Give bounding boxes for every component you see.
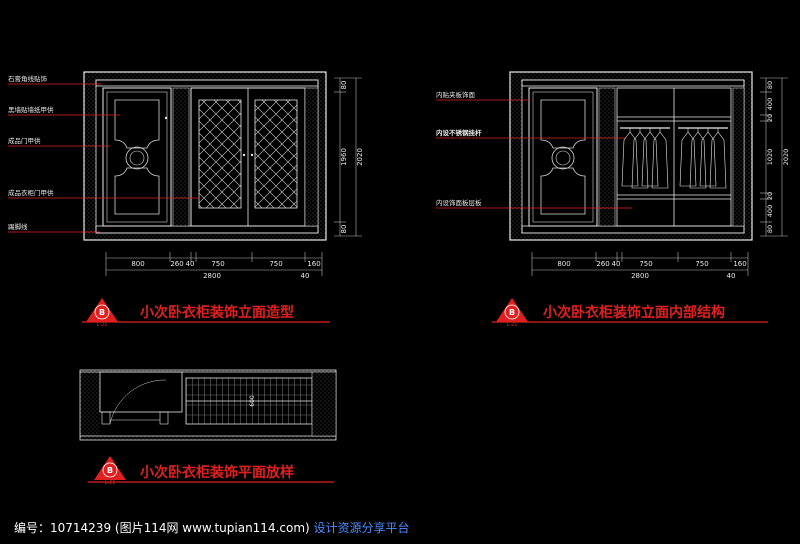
callout-label: 内设饰面板层板 [436, 198, 482, 207]
crown-molding [521, 79, 745, 87]
section-badge: B L-21 [496, 298, 528, 328]
callout-label: 成品衣柜门甲供 [8, 188, 54, 197]
hanging-clothes-icon [621, 128, 727, 189]
side-panel [304, 87, 319, 227]
callout-label: 石膏角线贴饰 [8, 74, 48, 83]
crown-molding [95, 79, 319, 87]
dimension-lines-right [760, 77, 788, 237]
platform-link[interactable]: 设计资源分享平台 [313, 521, 410, 535]
callout-label: 踢脚线 [8, 222, 28, 231]
dim-label: 1960 [340, 148, 348, 166]
callout-leaders [8, 83, 200, 233]
dim-label: 2020 [782, 149, 790, 166]
dim-label: 600 [249, 395, 256, 407]
dim-label: 160 [733, 260, 746, 268]
watermark-footer: 编号：10714239 (图片114网 www.tupian114.com) 设… [14, 519, 410, 536]
wardrobe-interior [616, 87, 732, 227]
dim-label: 800 [557, 260, 570, 268]
dim-label: 20 [766, 114, 774, 122]
dim-total: 2800 [631, 272, 649, 280]
elevation-front: 石膏角线贴饰 黑墙贴墙纸甲供 成品门甲供 成品衣柜门甲供 踢脚线 800 260… [8, 71, 364, 328]
dim-label: 1020 [766, 149, 774, 166]
badge-sub: L-21 [507, 322, 518, 328]
dim-label: 750 [639, 260, 652, 268]
dim-label: 40 [301, 272, 310, 280]
wallpaper-strip [598, 87, 616, 227]
dim-label: 80 [340, 225, 348, 234]
wall-opening [521, 79, 745, 234]
badge-sub: L-21 [97, 322, 108, 328]
dim-label: 80 [340, 81, 348, 90]
side-panel [732, 87, 745, 227]
drawing-title: 小次卧衣柜装饰立面造型 [140, 304, 294, 321]
image-id-label: 编号：10714239 (图片114网 www.tupian114.com) [14, 521, 310, 535]
badge-letter: B [99, 308, 105, 317]
dim-total: 2800 [203, 272, 221, 280]
drawing-title: 小次卧衣柜装饰平面放样 [140, 464, 294, 481]
panel-door [528, 87, 598, 227]
dim-label: 260 [596, 260, 609, 268]
elevation-interior: 内贴夹板饰面 内设不锈钢挂杆 内设饰面板层板 800 260 40 750 75… [436, 71, 790, 328]
dim-label: 750 [695, 260, 708, 268]
dim-label: 80 [766, 225, 774, 233]
dim-label: 160 [307, 260, 320, 268]
dimension-lines-bottom [531, 252, 749, 276]
dim-label: 800 [131, 260, 144, 268]
dim-label: 80 [766, 81, 774, 89]
dim-label: 400 [766, 98, 774, 110]
title-block-plan: B L-21 小次卧衣柜装饰平面放样 [88, 456, 334, 486]
dim-label: 20 [766, 192, 774, 200]
dim-label: 40 [186, 260, 195, 268]
dim-label: 750 [211, 260, 224, 268]
callout-leaders [436, 99, 632, 209]
section-badge: B L-21 [94, 456, 126, 486]
callout-label: 内设不锈钢挂杆 [436, 128, 482, 137]
panel-door [102, 87, 172, 227]
drawing-title: 小次卧衣柜装饰立面内部结构 [543, 304, 725, 321]
dim-label: 40 [612, 260, 621, 268]
title-block-front: B L-21 小次卧衣柜装饰立面造型 [82, 298, 330, 328]
wardrobe-doors [190, 87, 306, 227]
callout-label: 成品门甲供 [8, 136, 41, 145]
badge-sub: L-21 [105, 480, 116, 486]
plan-view: 600 B L-21 小次卧衣柜装饰平面放样 [79, 369, 337, 486]
dimension-lines-right [334, 77, 362, 237]
plan-door-block [99, 371, 183, 413]
dim-label: 750 [269, 260, 282, 268]
callout-label: 黑墙贴墙纸甲供 [8, 105, 54, 114]
dim-label: 260 [170, 260, 183, 268]
dim-label: 2020 [356, 148, 364, 166]
dimension-lines-bottom [105, 252, 323, 276]
callout-label: 内贴夹板饰面 [436, 90, 476, 99]
wallpaper-strip [172, 87, 190, 227]
badge-letter: B [107, 466, 113, 475]
section-badge: B L-21 [86, 298, 118, 328]
title-block-interior: B L-21 小次卧衣柜装饰立面内部结构 [492, 298, 768, 328]
dim-label: 400 [766, 205, 774, 217]
dim-label: 40 [727, 272, 736, 280]
badge-letter: B [509, 308, 515, 317]
